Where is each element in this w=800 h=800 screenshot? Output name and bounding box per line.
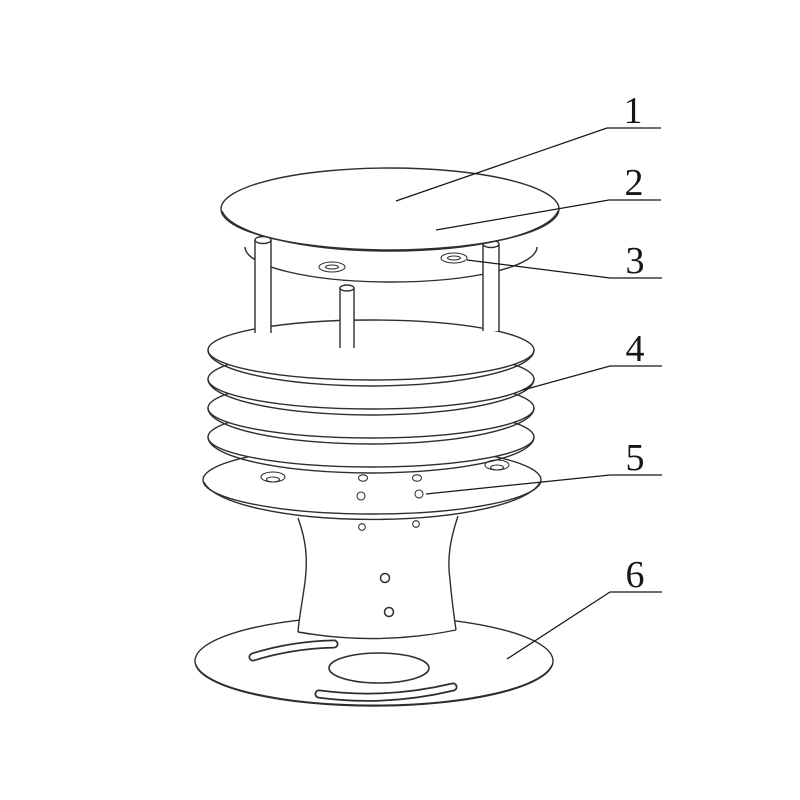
mounting-base bbox=[194, 615, 554, 707]
collar-hole-row1-right bbox=[411, 474, 423, 482]
plate-slot-left bbox=[318, 261, 346, 273]
callout-3-leader bbox=[466, 259, 662, 279]
callout-layer: 1 2 3 4 5 6 bbox=[395, 90, 662, 660]
body-hole-mid bbox=[379, 572, 391, 584]
plate-slot-left-inner bbox=[324, 264, 340, 270]
post-right-fill bbox=[483, 244, 499, 331]
callout-4-leader bbox=[522, 365, 662, 391]
louver-1 bbox=[207, 319, 535, 387]
plate-slot-right-inner bbox=[446, 255, 462, 261]
support-post-left bbox=[254, 235, 272, 333]
louver-4-rim bbox=[207, 436, 535, 474]
callout-1-label: 1 bbox=[624, 90, 643, 132]
body-hole-small-left bbox=[358, 523, 366, 531]
post-left-sides bbox=[254, 240, 272, 333]
plate-slot-right bbox=[440, 252, 468, 264]
post-middle-top bbox=[339, 284, 355, 292]
post-left-fill bbox=[255, 240, 271, 333]
body-right-edge bbox=[448, 515, 459, 631]
callout-6-leader bbox=[506, 591, 662, 660]
louver-1-rim bbox=[207, 349, 535, 387]
louver-3-rim bbox=[207, 407, 535, 445]
collar-hole-row1-left bbox=[357, 474, 369, 482]
post-middle-sides bbox=[339, 288, 355, 348]
callout-1-leader bbox=[395, 127, 661, 202]
callout-3-label: 3 bbox=[626, 240, 645, 282]
callout-5-label: 5 bbox=[626, 437, 645, 479]
callout-2-label: 2 bbox=[625, 162, 644, 204]
callout-4-label: 4 bbox=[626, 328, 645, 370]
collar-rim-edge bbox=[203, 481, 541, 521]
sensor-body bbox=[297, 515, 459, 640]
base-slot-left-inner bbox=[250, 641, 337, 660]
top-cap bbox=[220, 167, 560, 252]
cap-rim-edge bbox=[221, 210, 559, 252]
body-bottom-edge bbox=[297, 629, 457, 640]
support-post-right bbox=[482, 239, 500, 331]
base-rim-edge bbox=[195, 664, 553, 706]
base-center-hole bbox=[328, 652, 430, 684]
collar-bolt-left-inner bbox=[265, 476, 281, 483]
post-right-sides bbox=[482, 244, 500, 331]
callout-5-leader bbox=[425, 474, 662, 495]
callout-6-label: 6 bbox=[626, 554, 645, 596]
collar-hole-row2-right bbox=[414, 489, 424, 499]
callout-2-leader bbox=[435, 199, 661, 231]
radiation-shield-louvers bbox=[207, 319, 535, 474]
body-silhouette bbox=[298, 516, 458, 639]
collar-bolt-right-inner bbox=[489, 464, 505, 471]
base-slot-bottom-inner bbox=[316, 684, 456, 700]
louver-2-rim bbox=[207, 378, 535, 416]
support-post-middle bbox=[339, 284, 355, 348]
body-hole-lower bbox=[383, 606, 395, 618]
body-left-edge bbox=[297, 517, 307, 633]
post-middle-fill bbox=[340, 288, 354, 348]
plate-fill bbox=[245, 247, 537, 282]
body-hole-small-right bbox=[412, 520, 420, 528]
collar-hole-row2-left bbox=[356, 491, 366, 501]
support-posts bbox=[254, 235, 500, 348]
